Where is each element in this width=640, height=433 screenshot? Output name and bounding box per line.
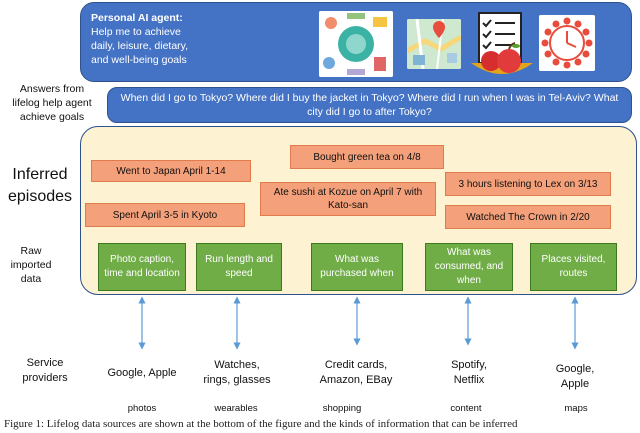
providers-label-line: Service bbox=[26, 357, 64, 369]
wellness-activities-illustration bbox=[319, 11, 393, 77]
checklist-with-fruit-illustration bbox=[469, 11, 535, 81]
provider-label: Spotify, Netflix bbox=[451, 359, 487, 386]
provider-label: Credit cards, Amazon, EBay bbox=[319, 359, 393, 386]
answers-label-line: achieve goals bbox=[19, 111, 85, 123]
raw-data-box: Places visited, routes bbox=[530, 243, 617, 291]
provider-label: Google, Apple bbox=[107, 367, 177, 379]
inferred-label-line: Inferred bbox=[12, 166, 68, 183]
agent-line: and well-being goals bbox=[91, 54, 187, 66]
map-illustration bbox=[407, 19, 461, 69]
answers-questions-text: When did I go to Tokyo? Where did I buy … bbox=[120, 92, 619, 118]
episode-box: Went to Japan April 1-14 bbox=[91, 160, 251, 182]
episode-box: 3 hours listening to Lex on 3/13 bbox=[445, 172, 611, 196]
service-providers-label: Service providers bbox=[0, 356, 90, 386]
raw-label-line: imported bbox=[10, 259, 52, 271]
raw-imported-data-label: Raw imported data bbox=[0, 244, 62, 286]
category-label: content bbox=[450, 403, 482, 414]
raw-label-line: Raw bbox=[20, 245, 42, 257]
provider-label: Google, Apple bbox=[555, 363, 595, 390]
answers-label-line: lifelog help agent bbox=[12, 97, 92, 109]
agent-title: Personal AI agent: bbox=[91, 12, 183, 24]
raw-data-box: What was consumed, and when bbox=[425, 243, 513, 291]
category-label: wearables bbox=[214, 403, 258, 414]
clock-schedule-illustration bbox=[539, 15, 595, 71]
provider-label: Watches, rings, glasses bbox=[203, 359, 271, 386]
inferred-label-line: episodes bbox=[7, 188, 73, 205]
answers-side-label: Answers from lifelog help agent achieve … bbox=[0, 82, 104, 124]
raw-data-box: What was purchased when bbox=[311, 243, 403, 291]
raw-data-box: Run length and speed bbox=[196, 243, 282, 291]
figure-caption: Figure 1: Lifelog data sources are shown… bbox=[4, 418, 518, 430]
agent-description: Personal AI agent: Help me to achieve da… bbox=[91, 11, 188, 67]
episode-box: Spent April 3-5 in Kyoto bbox=[85, 203, 245, 227]
agent-line: Help me to achieve bbox=[91, 26, 181, 38]
category-label: photos bbox=[127, 403, 157, 414]
providers-label-line: providers bbox=[22, 372, 68, 384]
raw-data-box: Photo caption, time and location bbox=[98, 243, 186, 291]
personal-ai-agent-box: Personal AI agent: Help me to achieve da… bbox=[80, 2, 632, 82]
episode-box: Bought green tea on 4/8 bbox=[290, 145, 444, 169]
category-label: shopping bbox=[322, 403, 362, 414]
episode-box: Ate sushi at Kozue on April 7 with Kato-… bbox=[260, 182, 436, 216]
answers-questions-box: When did I go to Tokyo? Where did I buy … bbox=[107, 87, 632, 123]
agent-line: daily, leisure, dietary, bbox=[91, 40, 189, 52]
answers-label-line: Answers from bbox=[19, 83, 85, 95]
episode-box: Watched The Crown in 2/20 bbox=[445, 205, 611, 229]
raw-label-line: data bbox=[20, 273, 42, 285]
category-label: maps bbox=[564, 403, 588, 414]
inferred-episodes-label: Inferred episodes bbox=[0, 164, 80, 208]
